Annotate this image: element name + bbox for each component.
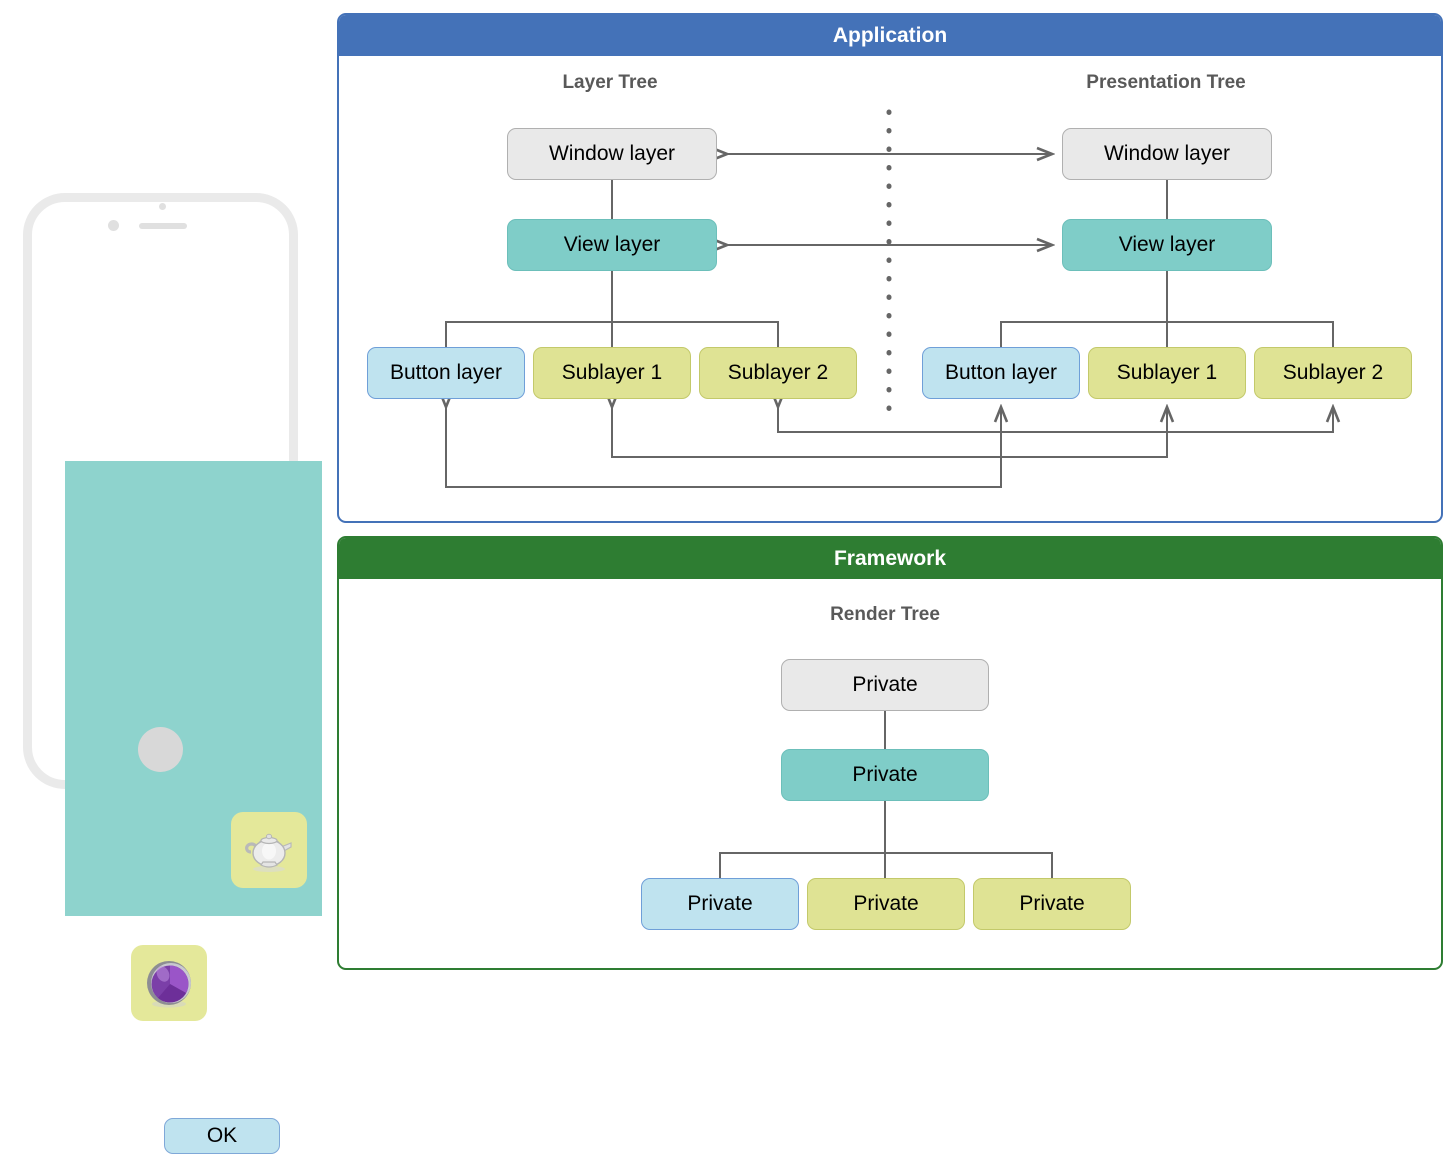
phone-screen: OK (65, 461, 322, 1154)
teapot-icon (245, 833, 292, 872)
render-tree-node-root[interactable]: Private (781, 659, 989, 711)
render-tree-title: Render Tree (830, 604, 940, 625)
presentation-tree-node-view[interactable]: View layer (1062, 219, 1272, 271)
presentation-tree-node-sublayer2[interactable]: Sublayer 2 (1254, 347, 1412, 399)
phone-home-button[interactable] (138, 727, 183, 772)
layer-tree-node-button[interactable]: Button layer (367, 347, 525, 399)
render-tree-node-child2[interactable]: Private (807, 878, 965, 930)
render-tree-node-child1[interactable]: Private (641, 878, 799, 930)
presentation-tree-node-button[interactable]: Button layer (922, 347, 1080, 399)
layer-tree-node-sublayer1[interactable]: Sublayer 1 (533, 347, 691, 399)
presentation-tree-title: Presentation Tree (1086, 72, 1246, 93)
panel-application-title: Application (339, 15, 1441, 56)
app-tile-teapot[interactable] (231, 812, 307, 888)
render-tree-node-mid[interactable]: Private (781, 749, 989, 801)
phone-camera-icon (108, 220, 119, 231)
phone-speaker-icon (139, 223, 187, 229)
purple-sphere-icon (147, 961, 191, 1008)
presentation-tree-node-sublayer1[interactable]: Sublayer 1 (1088, 347, 1246, 399)
layer-tree-title: Layer Tree (562, 72, 658, 93)
phone-sensor-icon (159, 203, 166, 210)
app-tile-sphere[interactable] (131, 945, 207, 1021)
layer-tree-node-view[interactable]: View layer (507, 219, 717, 271)
render-tree-node-child3[interactable]: Private (973, 878, 1131, 930)
phone-mockup: OK (23, 193, 322, 1154)
layer-tree-node-sublayer2[interactable]: Sublayer 2 (699, 347, 857, 399)
panel-framework-title: Framework (339, 538, 1441, 579)
layer-tree-node-window[interactable]: Window layer (507, 128, 717, 180)
presentation-tree-node-window[interactable]: Window layer (1062, 128, 1272, 180)
ok-button[interactable]: OK (164, 1118, 280, 1154)
